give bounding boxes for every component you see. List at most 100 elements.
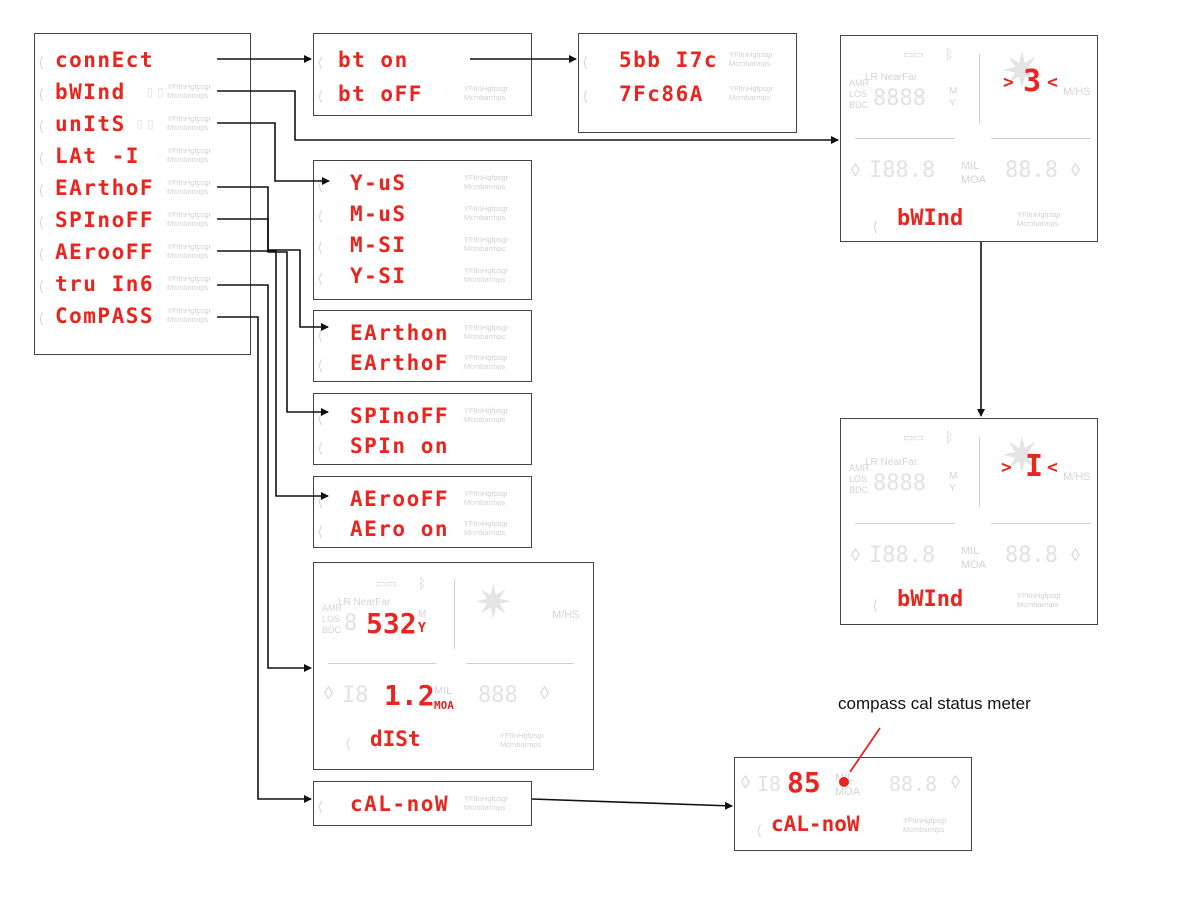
- moa-label: MOA: [961, 174, 987, 186]
- units-item-label: Y-uS: [350, 171, 407, 195]
- indicator-arrow-icon: ⟨: [37, 151, 46, 167]
- bt-off-label: bt oFF: [338, 82, 423, 106]
- indicator-arrow-icon: ⟨: [316, 271, 325, 287]
- ghost-digits: 88.8: [889, 772, 938, 796]
- elevation-left-icon: ◊: [851, 545, 860, 565]
- lr-near-far-label: LR NearFar: [865, 457, 918, 468]
- indicator-arrow-icon: ⟨: [37, 311, 46, 327]
- spin-item[interactable]: ⟨ SPIn on: [314, 432, 533, 460]
- bt-device-id-label: 7Fc86A: [619, 82, 704, 106]
- wind-dial-icon: ✷: [1001, 428, 1043, 484]
- units-item-label: M-SI: [350, 233, 407, 257]
- elevation-right-icon: ◊: [951, 772, 960, 792]
- screen-divider: [466, 663, 574, 664]
- menu-item-label: bWInd: [55, 80, 126, 104]
- mhs-label: M/HS: [1063, 471, 1091, 483]
- spin-item-label: SPIn on: [350, 434, 450, 458]
- ghost-digits: 88.8: [1005, 158, 1058, 183]
- battery-icon: ▭▭: [376, 578, 397, 590]
- screen-divider: [855, 138, 955, 139]
- battery-icon: ▭▭: [903, 49, 924, 61]
- indicator-arrow-icon: ⟨: [37, 183, 46, 199]
- mil-label: MIL: [961, 545, 980, 557]
- bt-on-item[interactable]: ⟨ bt on: [314, 46, 533, 74]
- connector-arrow: [217, 250, 329, 500]
- mil-label: MIL: [961, 160, 980, 172]
- bt-device-id-label: 5bb I7c: [619, 48, 719, 72]
- screen-divider: [454, 579, 455, 649]
- los-label: LOS: [849, 474, 868, 484]
- bluetooth-icon: ᛒ: [418, 575, 427, 591]
- bdc-label: BDC: [849, 485, 869, 495]
- bluetooth-icon: ᛒ: [945, 46, 954, 62]
- annotation-pointer: [849, 727, 881, 773]
- wind-left-chevron-icon: >: [1001, 457, 1012, 478]
- indicator-arrow-icon: ⟨: [871, 219, 880, 235]
- indicator-arrow-icon: ⟨: [316, 209, 325, 225]
- connector-arrow: [217, 316, 312, 803]
- m-label: M: [949, 471, 958, 482]
- menu-item-connect[interactable]: ⟨ connEct: [35, 46, 252, 74]
- earth-item-label: EArthoF: [350, 351, 450, 375]
- wind-right-chevron-icon: <: [1047, 457, 1058, 478]
- units-item-label: Y-SI: [350, 264, 407, 288]
- y-label: Y: [949, 98, 956, 109]
- indicator-arrow-icon: ⟨: [37, 55, 46, 71]
- elevation-right-icon: ◊: [540, 683, 549, 703]
- dist-label: dISt: [370, 727, 421, 751]
- aero-item-label: AEro on: [350, 517, 450, 541]
- compass-cal-screen-panel: ◊ I8 85 MIL MOA 88.8 ◊ ⟨ cAL-noW YFtInHg…: [734, 757, 972, 851]
- m-label: M: [949, 86, 958, 97]
- amr-label: AMR: [849, 78, 869, 88]
- connector-arrow: [217, 90, 839, 144]
- wind-left-chevron-icon: >: [1003, 72, 1014, 93]
- ghost-digits: 8888: [873, 471, 926, 496]
- menu-item-label: LAt -I: [55, 144, 140, 168]
- screen-divider: [328, 663, 436, 664]
- moa-label: MOA: [961, 559, 987, 571]
- los-label: LOS: [322, 614, 341, 624]
- indicator-arrow-icon: ⟨: [871, 598, 880, 614]
- indicator-arrow-icon: ⟨: [37, 119, 46, 135]
- connector-arrow: [531, 798, 733, 810]
- wind-dial-icon: ✷: [474, 576, 513, 628]
- indicator-arrow-icon: ⟨: [37, 215, 46, 231]
- units-item-label: M-uS: [350, 202, 407, 226]
- connector-arrow: [217, 218, 329, 416]
- indicator-arrow-icon: ⟨: [37, 279, 46, 295]
- connector-arrow: [217, 284, 312, 672]
